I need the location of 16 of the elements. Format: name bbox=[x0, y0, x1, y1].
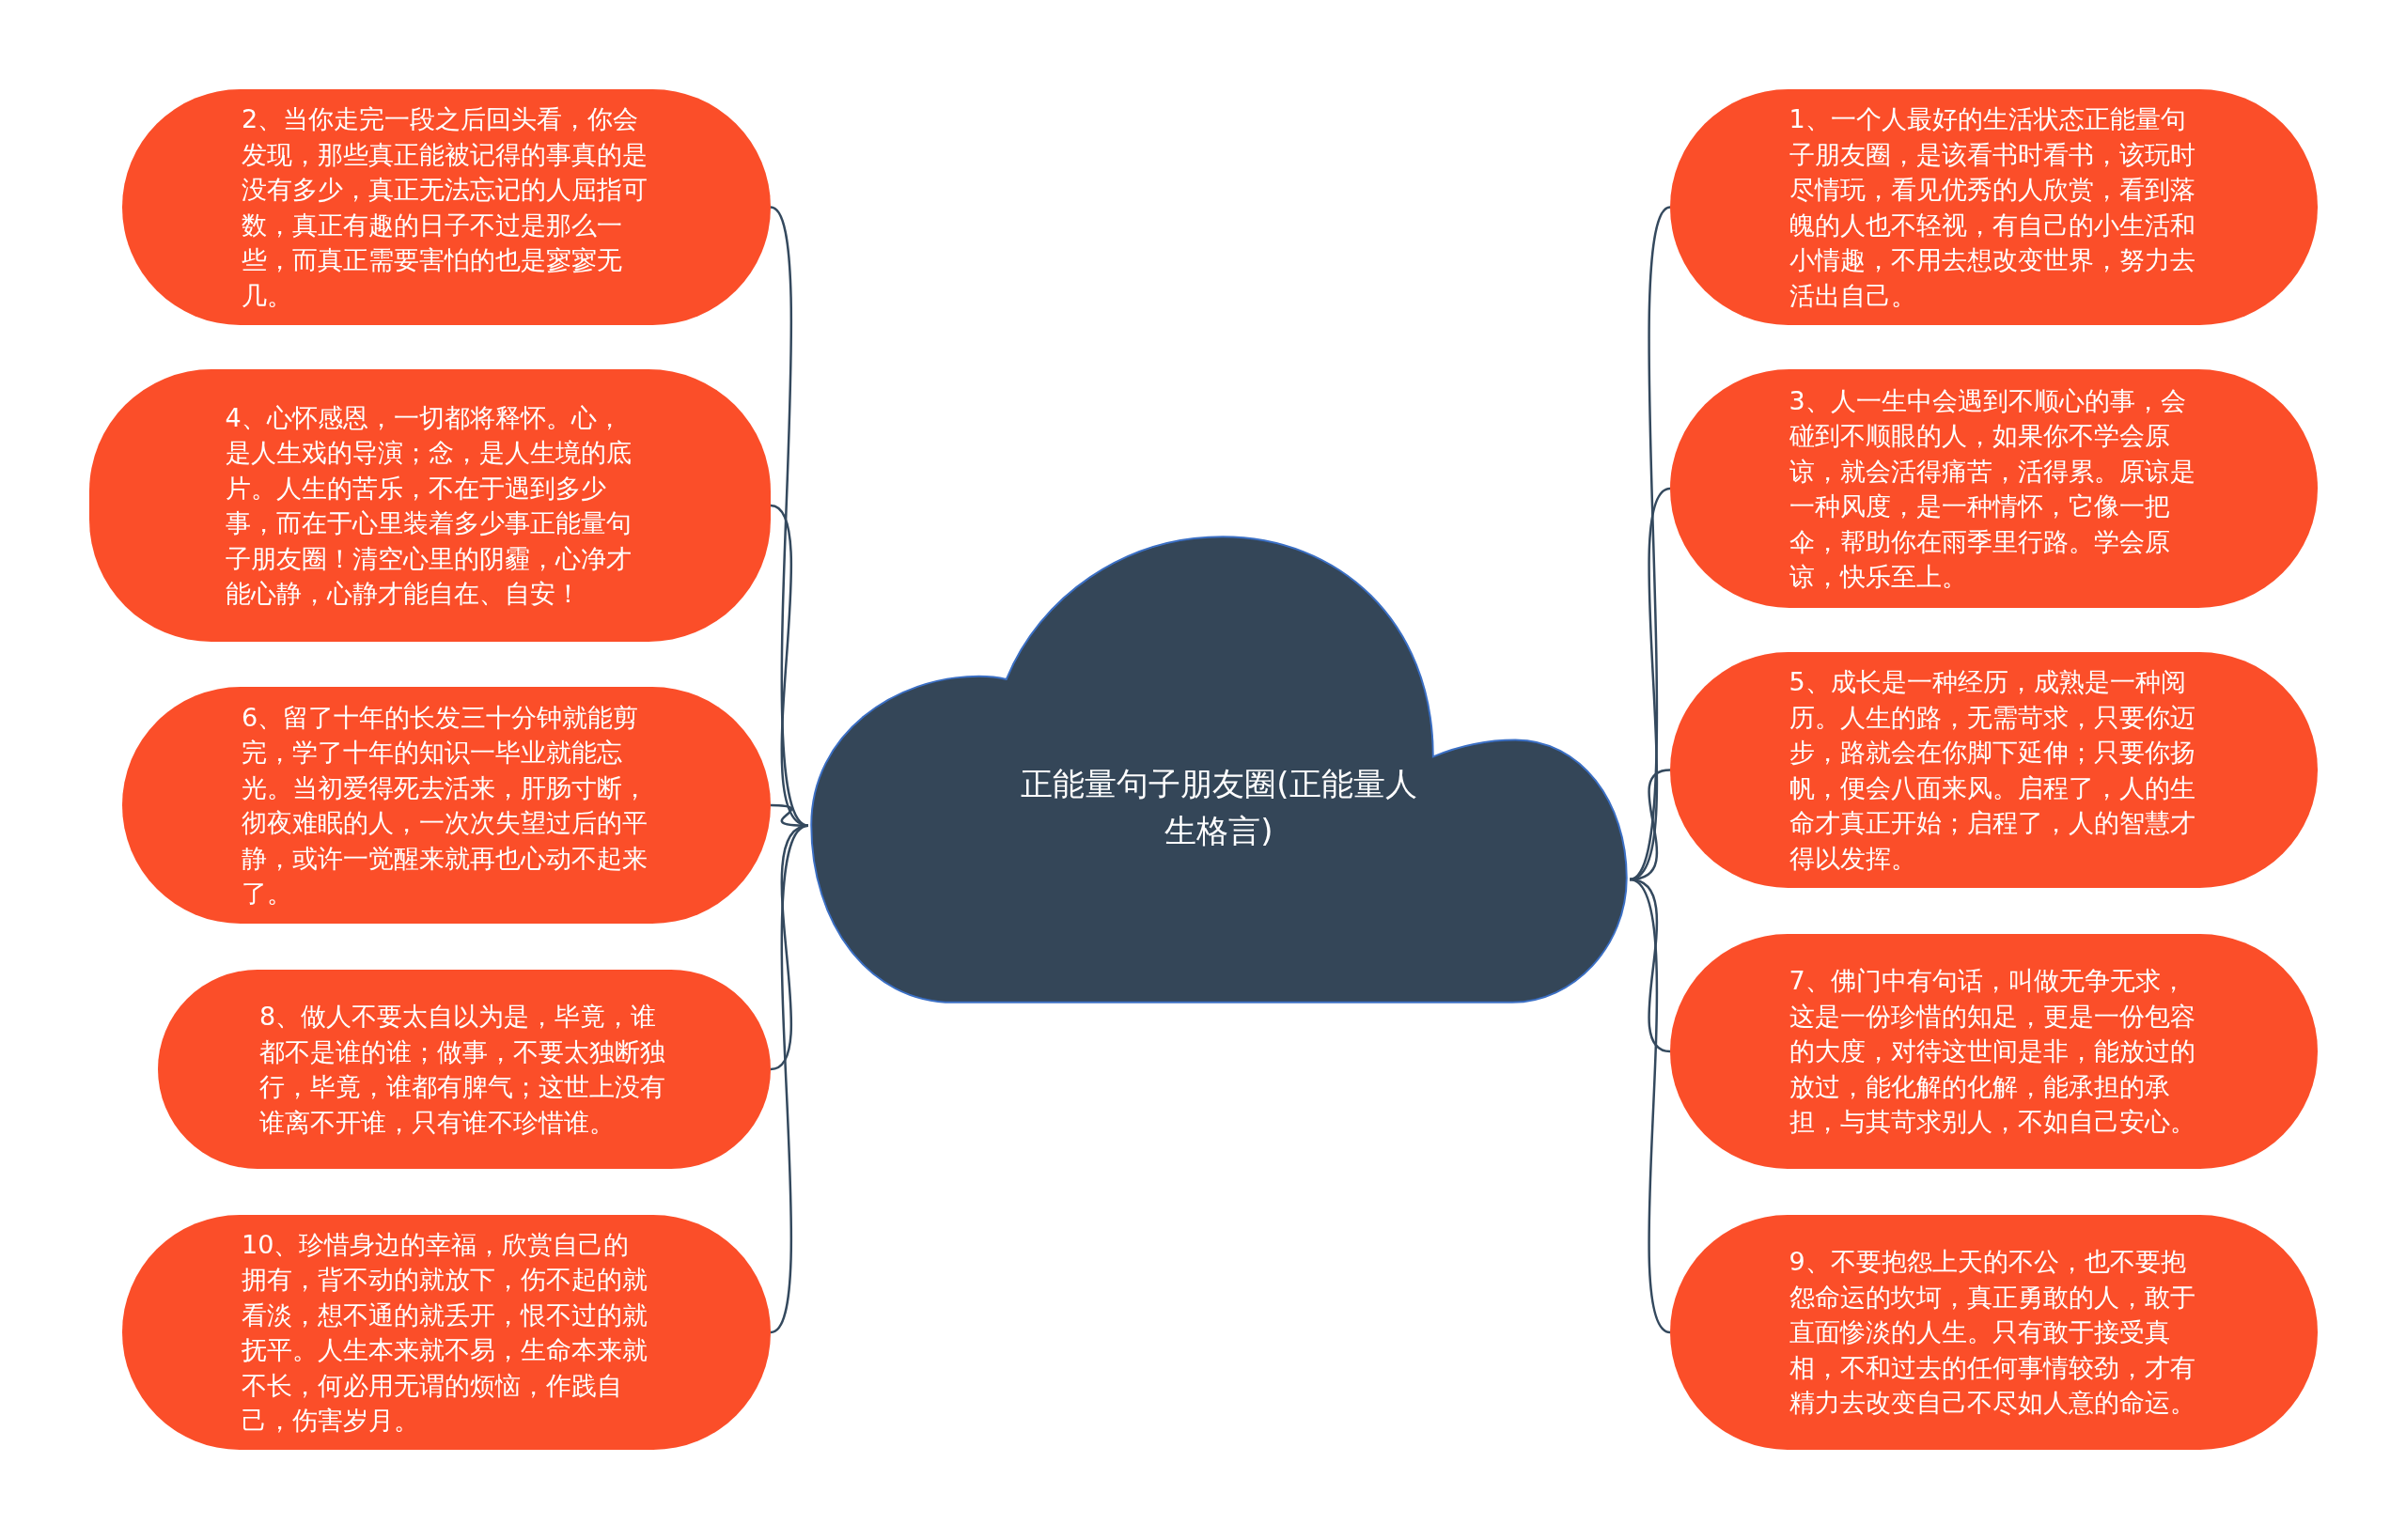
connector-line bbox=[770, 803, 809, 827]
quote-text: 3、人一生中会遇到不顺心的事，会碰到不顺眼的人，如果你不学会原谅，就会活得痛苦，活得累。原谅是一种风度，是一种情怀，它像一把伞，帮助你在雨季里行路。学会原谅，快乐至上。 bbox=[1789, 384, 2196, 593]
quote-text: 5、成长是一种经历，成熟是一种阅历。人生的路，无需苛求，只要你迈步，路就会在你脚下延伸；只要你扬帆，便会八面来风。启程了，人的生命才真正开始；启程了，人的智慧才得以发挥。 bbox=[1789, 666, 2196, 875]
quote-text: 1、一个人最好的生活状态正能量句子朋友圈，是该看书时看书，该玩时尽情玩，看见优秀的人欣赏，看到落魄的人也不轻视，有自己的小生活和小情趣，不用去想改变世界，努力去活出自己。 bbox=[1789, 103, 2196, 312]
quote-text: 7、佛门中有句话，叫做无争无求，这是一份珍惜的知足，更是一份包容的大度，对待这世间是非，能放过的放过，能化解的化解，能承担的承担，与其苛求别人，不如自己安心。 bbox=[1789, 965, 2196, 1139]
connector-line bbox=[1629, 878, 1671, 1333]
connector-line bbox=[770, 824, 809, 1333]
quote-text: 9、不要抱怨上天的不公，也不要抱怨命运的坎坷，真正勇敢的人，敢于直面惨淡的人生。只有敢于接受真相，不和过去的任何事情较劲，才有精力去改变自己不尽如人意的命运。 bbox=[1789, 1246, 2196, 1420]
quote-text: 10、珍惜身边的幸福，欣赏自己的拥有，背不动的就放下，伤不起的就看淡，想不通的就丢开，恨不过的就抚平。人生本来就不易，生命本来就不长，何必用无谓的烦恼，作践自己，伤害岁月。 bbox=[242, 1228, 648, 1437]
quote-text: 4、心怀感恩，一切都将释怀。心，是人生戏的导演；念，是人生境的底片。人生的苦乐，不在于遇到多少事，而在于心里装着多少事正能量句子朋友圈！清空心里的阴霾，心净才能心静，心静才能自在、自安！ bbox=[225, 401, 633, 610]
topic-title: 正能量句子朋友圈(正能量人生格言) bbox=[1020, 764, 1418, 851]
connector-line bbox=[1629, 487, 1671, 880]
quote-text: 6、留了十年的长发三十分钟就能剪完，学了十年的知识一毕业就能忘光。当初爱得死去活来，肝肠寸断，彻夜难眠的人，一次次失望过后的平静，或许一觉醒来就再也心动不起来了。 bbox=[242, 701, 648, 910]
connector-line bbox=[1629, 206, 1671, 880]
quote-text: 2、当你走完一段之后回头看，你会发现，那些真正能被记得的事真的是没有多少，真正无法忘记的人屈指可数，真正有趣的日子不过是那么一些，而真正需要害怕的也是寥寥无几。 bbox=[242, 103, 648, 312]
quote-text: 8、做人不要太自以为是，毕竟，谁都不是谁的谁；做事，不要太独断独行，毕竟，谁都有脾气；这世上没有谁离不开谁，只有谁不珍惜谁。 bbox=[259, 1001, 666, 1139]
